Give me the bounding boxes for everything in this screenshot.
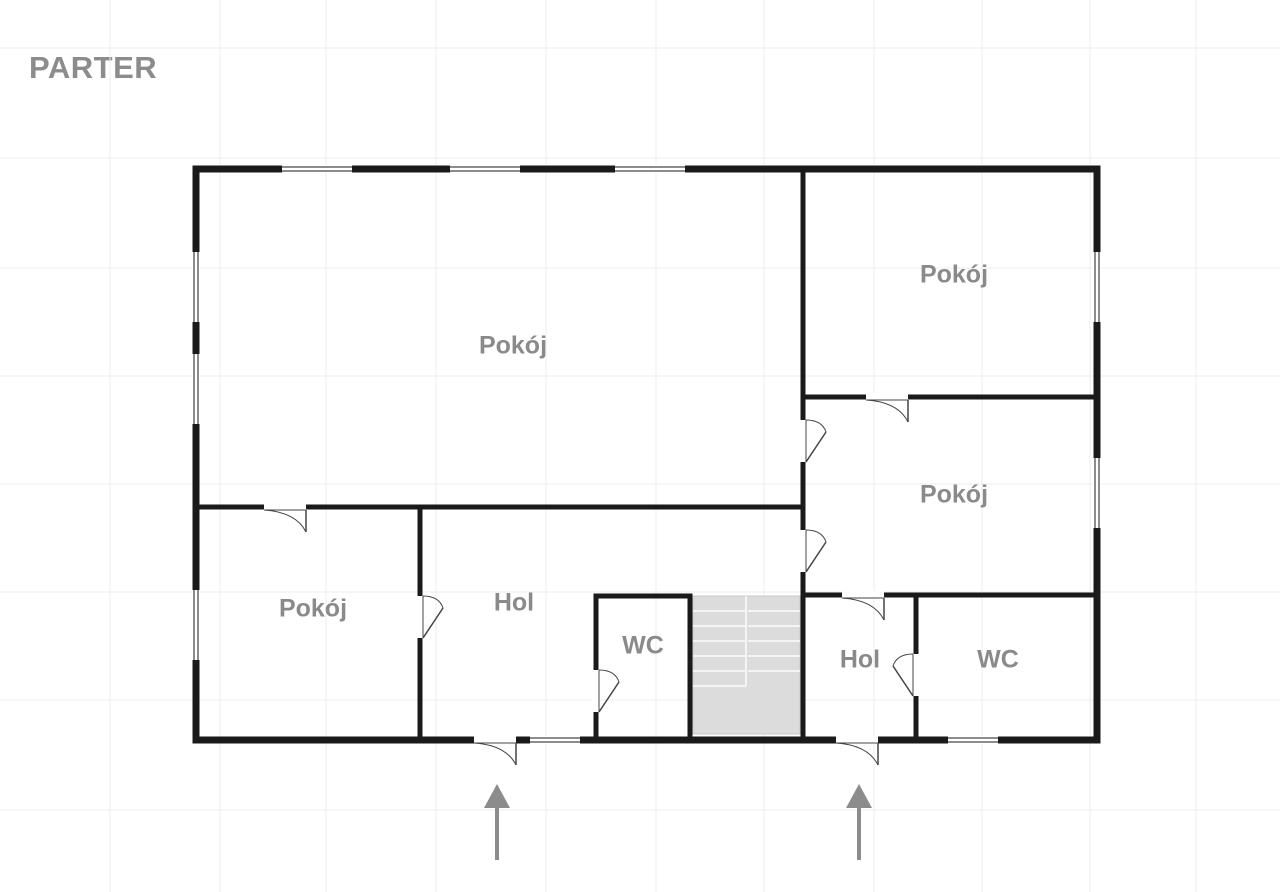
entrance-arrows — [484, 784, 872, 860]
room-label: Hol — [840, 646, 880, 674]
window-right-2 — [1093, 458, 1101, 528]
room-label: WC — [622, 632, 664, 660]
window-bottom-1 — [530, 736, 580, 744]
room-label: Pokój — [279, 595, 347, 623]
door-entrance-1 — [473, 736, 517, 766]
window-bottom-2 — [948, 736, 998, 744]
staircase — [692, 595, 801, 735]
window-left-1 — [192, 252, 200, 322]
window-top-1 — [282, 165, 352, 173]
floor-title: PARTER — [29, 50, 158, 85]
entrance-arrow-icon — [484, 784, 510, 860]
room-labels: Pokój Pokój Pokój Pokój Hol WC Hol WC — [279, 261, 1019, 674]
entrance-arrow-icon — [846, 784, 872, 860]
window-left-3 — [192, 590, 200, 660]
door-pokoj-mid-right — [865, 393, 909, 423]
window-top-2 — [450, 165, 520, 173]
door-wc-right — [892, 653, 920, 697]
room-label: Pokój — [479, 332, 547, 360]
door-hol-to-pokoj — [799, 529, 827, 573]
door-entrance-2 — [835, 736, 879, 766]
door-wc-center — [592, 669, 620, 713]
room-label: Pokój — [920, 481, 988, 509]
windows — [192, 165, 1101, 744]
door-hol-center — [416, 595, 444, 639]
door-pokoj-left — [263, 503, 307, 533]
window-top-3 — [615, 165, 685, 173]
door-hol-right — [841, 591, 885, 621]
window-left-2 — [192, 354, 200, 424]
window-right-1 — [1093, 252, 1101, 322]
doors — [263, 393, 920, 766]
room-label: WC — [977, 646, 1019, 674]
door-pokoj-main-right — [799, 419, 827, 463]
room-label: Hol — [494, 589, 534, 617]
room-label: Pokój — [920, 261, 988, 289]
